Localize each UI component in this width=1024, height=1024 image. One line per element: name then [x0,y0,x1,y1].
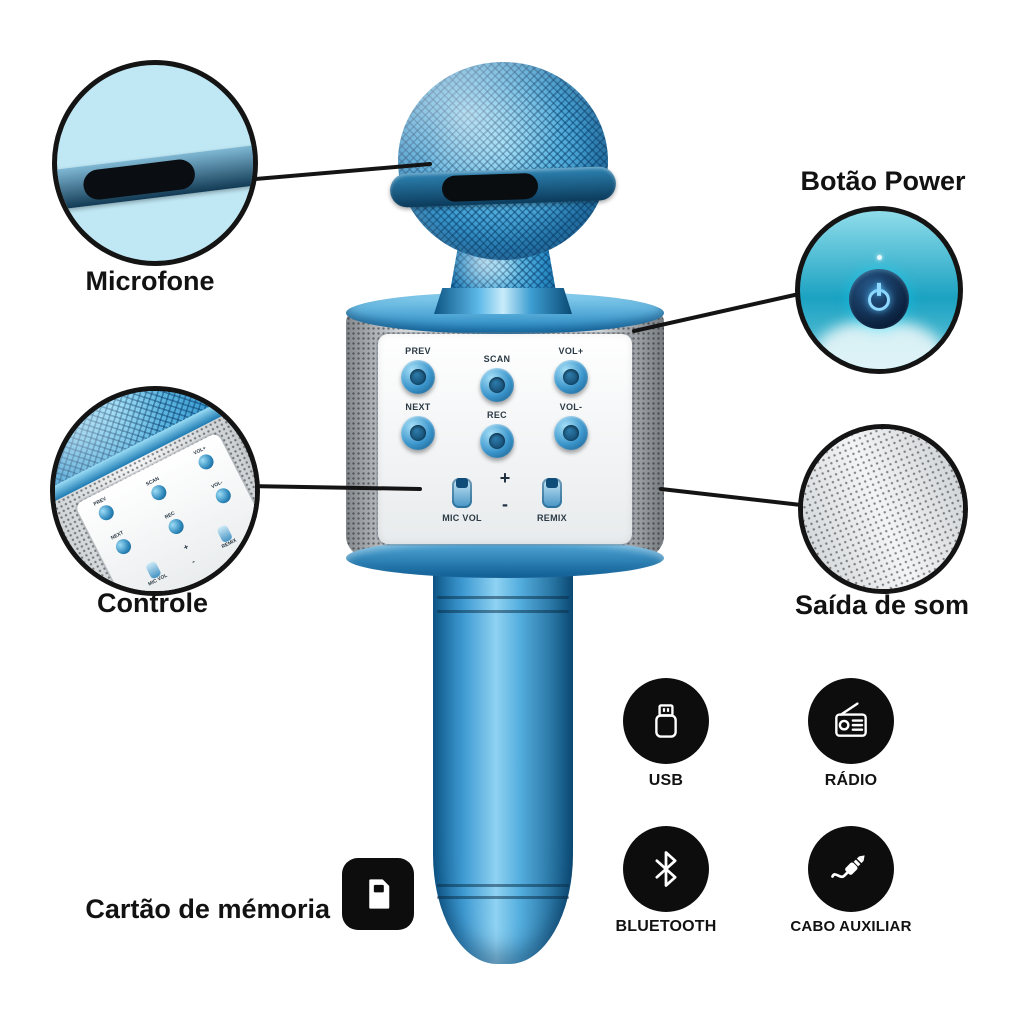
panel-control-volup: VOL+ [543,346,599,394]
zoom-minus-sign: - [190,556,197,567]
saida-de-som-label: Saída de som [794,590,970,620]
usb-icon [655,704,677,738]
radio-icon [835,702,867,737]
volume-down-button [554,416,588,450]
handle-groove [437,884,569,887]
radio-feature-circle [808,678,894,764]
volume-up-button [554,360,588,394]
radio-label: RÁDIO [824,772,878,789]
zoom-mesh-band [57,143,253,211]
volup-label: VOL+ [558,346,584,356]
microfone-callout-line [242,162,432,182]
botao-power-label: Botão Power [800,166,966,196]
zoom-rotated-assembly: PREV SCAN VOL+ NEXT REC VOL- MIC VOL REM… [55,391,255,591]
control-panel: PREV SCAN VOL+ NEXT REC VOL- MIC VOL [378,334,632,544]
next-button [401,416,435,450]
zoom-plus-sign: + [181,542,191,553]
zoom-remix: REMIX [201,517,250,557]
power-callout-line [632,292,801,333]
zoom-voldown: VOL- [196,472,246,512]
zoom-rec: REC [149,503,199,543]
minus-sign: - [502,494,508,514]
rec-label: REC [487,410,507,420]
panel-control-next: NEXT [390,402,446,450]
handle-groove [437,896,569,899]
zoom-rotated-grille: VOL- [803,429,963,589]
audio-jack-icon [831,855,865,879]
rec-button [480,424,514,458]
controle-zoom-circle: PREV SCAN VOL+ NEXT REC VOL- MIC VOL REM… [50,386,260,596]
indicator-dot [877,255,882,260]
controle-callout-line [248,484,422,491]
power-icon [868,288,890,311]
prev-label: PREV [405,346,431,356]
mic-collar [434,288,572,314]
power-button [849,269,909,329]
usb-feature-circle [623,678,709,764]
panel-control-voldown: VOL- [543,402,599,450]
voldown-label: VOL- [559,402,583,412]
scan-button [480,368,514,402]
remix-slider [542,478,562,508]
remix-slider-group: REMIX [517,474,587,523]
handle-groove [437,596,569,599]
zoom-prev: PREV [79,489,129,529]
band-clamp [441,172,539,203]
zoom-next: NEXT [96,523,146,563]
remix-label: REMIX [536,513,567,523]
plus-sign: + [499,468,511,488]
slider-knob [456,478,468,488]
zoom-grille-metal [803,429,963,589]
zoom-volup: VOL+ [179,438,229,478]
zoom-micvol: MIC VOL [130,553,179,591]
zoom-scan: SCAN [132,469,182,509]
saida-zoom-circle: VOL- [798,424,968,594]
aux-feature-circle [808,826,894,912]
mic-head-mesh [398,62,608,260]
panel-control-prev: PREV [390,346,446,394]
next-label: NEXT [405,402,431,412]
bluetooth-feature-circle [623,826,709,912]
bluetooth-icon [655,851,677,887]
panel-control-rec: REC [469,410,525,458]
saida-callout-line [659,487,803,507]
prev-button [401,360,435,394]
mic-vol-slider-group: MIC VOL [427,474,497,523]
scan-label: SCAN [483,354,511,364]
panel-control-scan: SCAN [469,354,525,402]
mic-vol-slider [452,478,472,508]
zoom-band-clamp [81,157,197,202]
mic-vol-label: MIC VOL [442,513,482,523]
controle-label: Controle [97,588,208,618]
memory-card-icon [342,858,414,930]
bluetooth-label: BLUETOOTH [615,918,717,935]
microfone-zoom-circle [52,60,258,266]
usb-label: USB [648,772,684,789]
handle-groove [437,610,569,613]
slider-knob [546,478,558,488]
sd-card-glyph [369,879,390,909]
power-button-zoom-circle [795,206,963,374]
microfone-label: Microfone [85,266,215,296]
body-bottom-rim [346,538,664,578]
cartao-memoria-label: Cartão de mémoria [85,894,330,924]
cabo-auxiliar-label: CABO AUXILIAR [790,918,912,935]
